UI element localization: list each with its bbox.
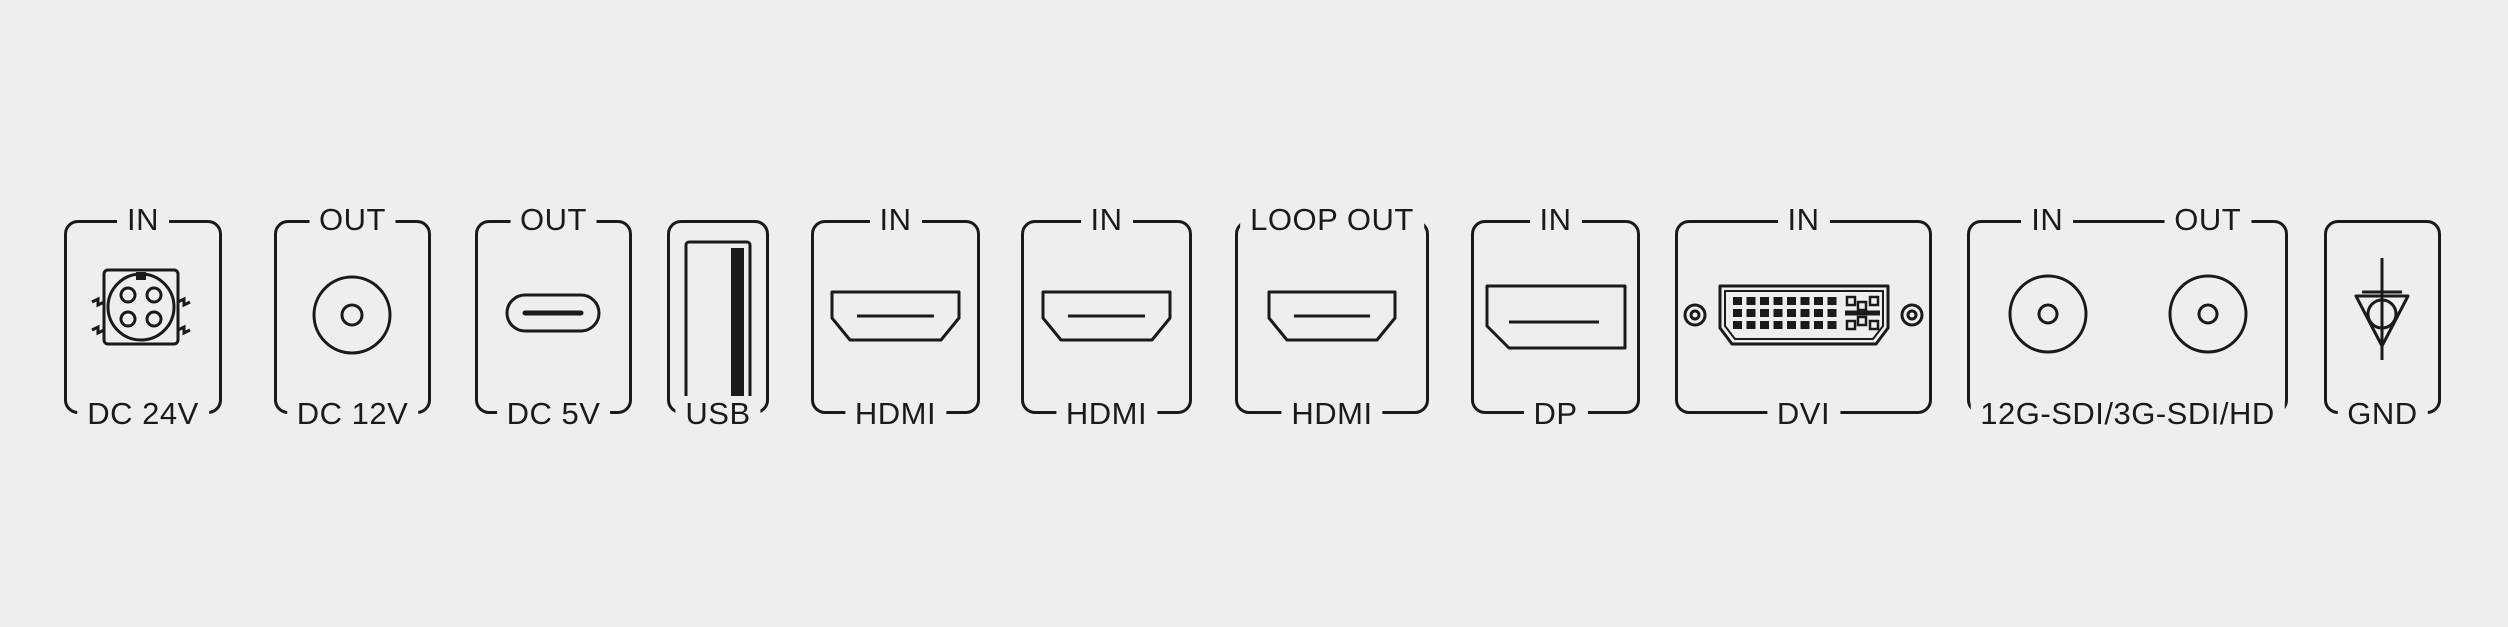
dvi-pin xyxy=(1787,309,1796,317)
port-name-label: HDMI xyxy=(844,396,947,432)
port-name-label: DVI xyxy=(1766,396,1841,432)
port-sdi-in-out: IN OUT 12G-SDI/3G-SDI/HD xyxy=(1967,202,2288,432)
hdmi-port-icon xyxy=(830,290,961,342)
port-direction-label-in: IN xyxy=(2021,202,2074,238)
port-displayport-in: IN DP xyxy=(1471,202,1640,432)
port-direction-label-out: OUT xyxy=(2164,202,2252,238)
usb-a-port-icon xyxy=(684,240,752,404)
dvi-pin xyxy=(1787,321,1796,329)
dvi-pin xyxy=(1773,309,1783,317)
port-hdmi-in-2: IN HDMI xyxy=(1021,202,1192,432)
dvi-pin xyxy=(1733,309,1742,317)
port-name-label: DC 5V xyxy=(496,396,611,432)
port-ground: GND xyxy=(2324,220,2441,432)
port-direction-label: IN xyxy=(1529,202,1582,238)
dvi-pin xyxy=(1827,297,1837,305)
port-name-label: GND xyxy=(2337,396,2428,432)
port-name-label: USB xyxy=(675,396,761,432)
port-name-label: DP xyxy=(1523,396,1588,432)
port-hdmi-loop-out: LOOP OUT HDMI xyxy=(1235,202,1429,432)
port-name-label: HDMI xyxy=(1055,396,1158,432)
port-usb: USB xyxy=(667,220,769,432)
port-name-label: HDMI xyxy=(1281,396,1383,432)
dc-barrel-jack-icon xyxy=(312,275,392,355)
ground-terminal-icon xyxy=(2354,258,2410,360)
displayport-icon xyxy=(1485,284,1627,350)
port-direction-label: IN xyxy=(1777,202,1830,238)
port-direction-label: IN xyxy=(117,202,169,238)
dvi-pin xyxy=(1733,297,1742,305)
dvi-pin xyxy=(1733,321,1742,329)
port-dc-24v-in: IN DC 24V xyxy=(64,202,222,432)
port-name-label: DC 12V xyxy=(286,396,419,432)
dvi-pin xyxy=(1760,321,1769,329)
hdmi-port-icon xyxy=(1041,290,1172,342)
bnc-connector-icon xyxy=(2008,274,2248,354)
dvi-pin xyxy=(1787,297,1796,305)
port-direction-label: OUT xyxy=(309,202,396,238)
dvi-pin xyxy=(1746,297,1756,305)
dvi-pin xyxy=(1760,309,1769,317)
hdmi-port-icon xyxy=(1267,290,1397,342)
usb-c-port-icon xyxy=(505,293,601,333)
port-dc-5v-out: OUT DC 5V xyxy=(475,202,632,432)
dvi-port-icon xyxy=(1683,284,1924,346)
dvi-pin xyxy=(1773,297,1783,305)
dvi-pin xyxy=(1800,321,1810,329)
port-name-label: 12G-SDI/3G-SDI/HD xyxy=(1970,396,2285,432)
dvi-pin xyxy=(1746,309,1756,317)
port-direction-label: IN xyxy=(869,202,922,238)
dvi-pin xyxy=(1827,321,1837,329)
dvi-pin xyxy=(1814,321,1823,329)
dvi-pin xyxy=(1800,297,1810,305)
dvi-pin xyxy=(1814,309,1823,317)
dvi-pin xyxy=(1773,321,1783,329)
port-name-label: DC 24V xyxy=(77,396,209,432)
port-dvi-in: IN DVI xyxy=(1675,202,1932,432)
dvi-pin xyxy=(1800,309,1810,317)
dvi-pin xyxy=(1827,309,1837,317)
port-direction-label: OUT xyxy=(510,202,597,238)
4-pin-xlr-power-connector-icon xyxy=(91,268,191,346)
dvi-pin xyxy=(1814,297,1823,305)
dvi-pin xyxy=(1746,321,1756,329)
port-dc-12v-out: OUT DC 12V xyxy=(274,202,431,432)
dvi-pin xyxy=(1760,297,1769,305)
port-hdmi-in-1: IN HDMI xyxy=(811,202,980,432)
port-direction-label: IN xyxy=(1080,202,1133,238)
port-direction-label: LOOP OUT xyxy=(1240,202,1424,238)
